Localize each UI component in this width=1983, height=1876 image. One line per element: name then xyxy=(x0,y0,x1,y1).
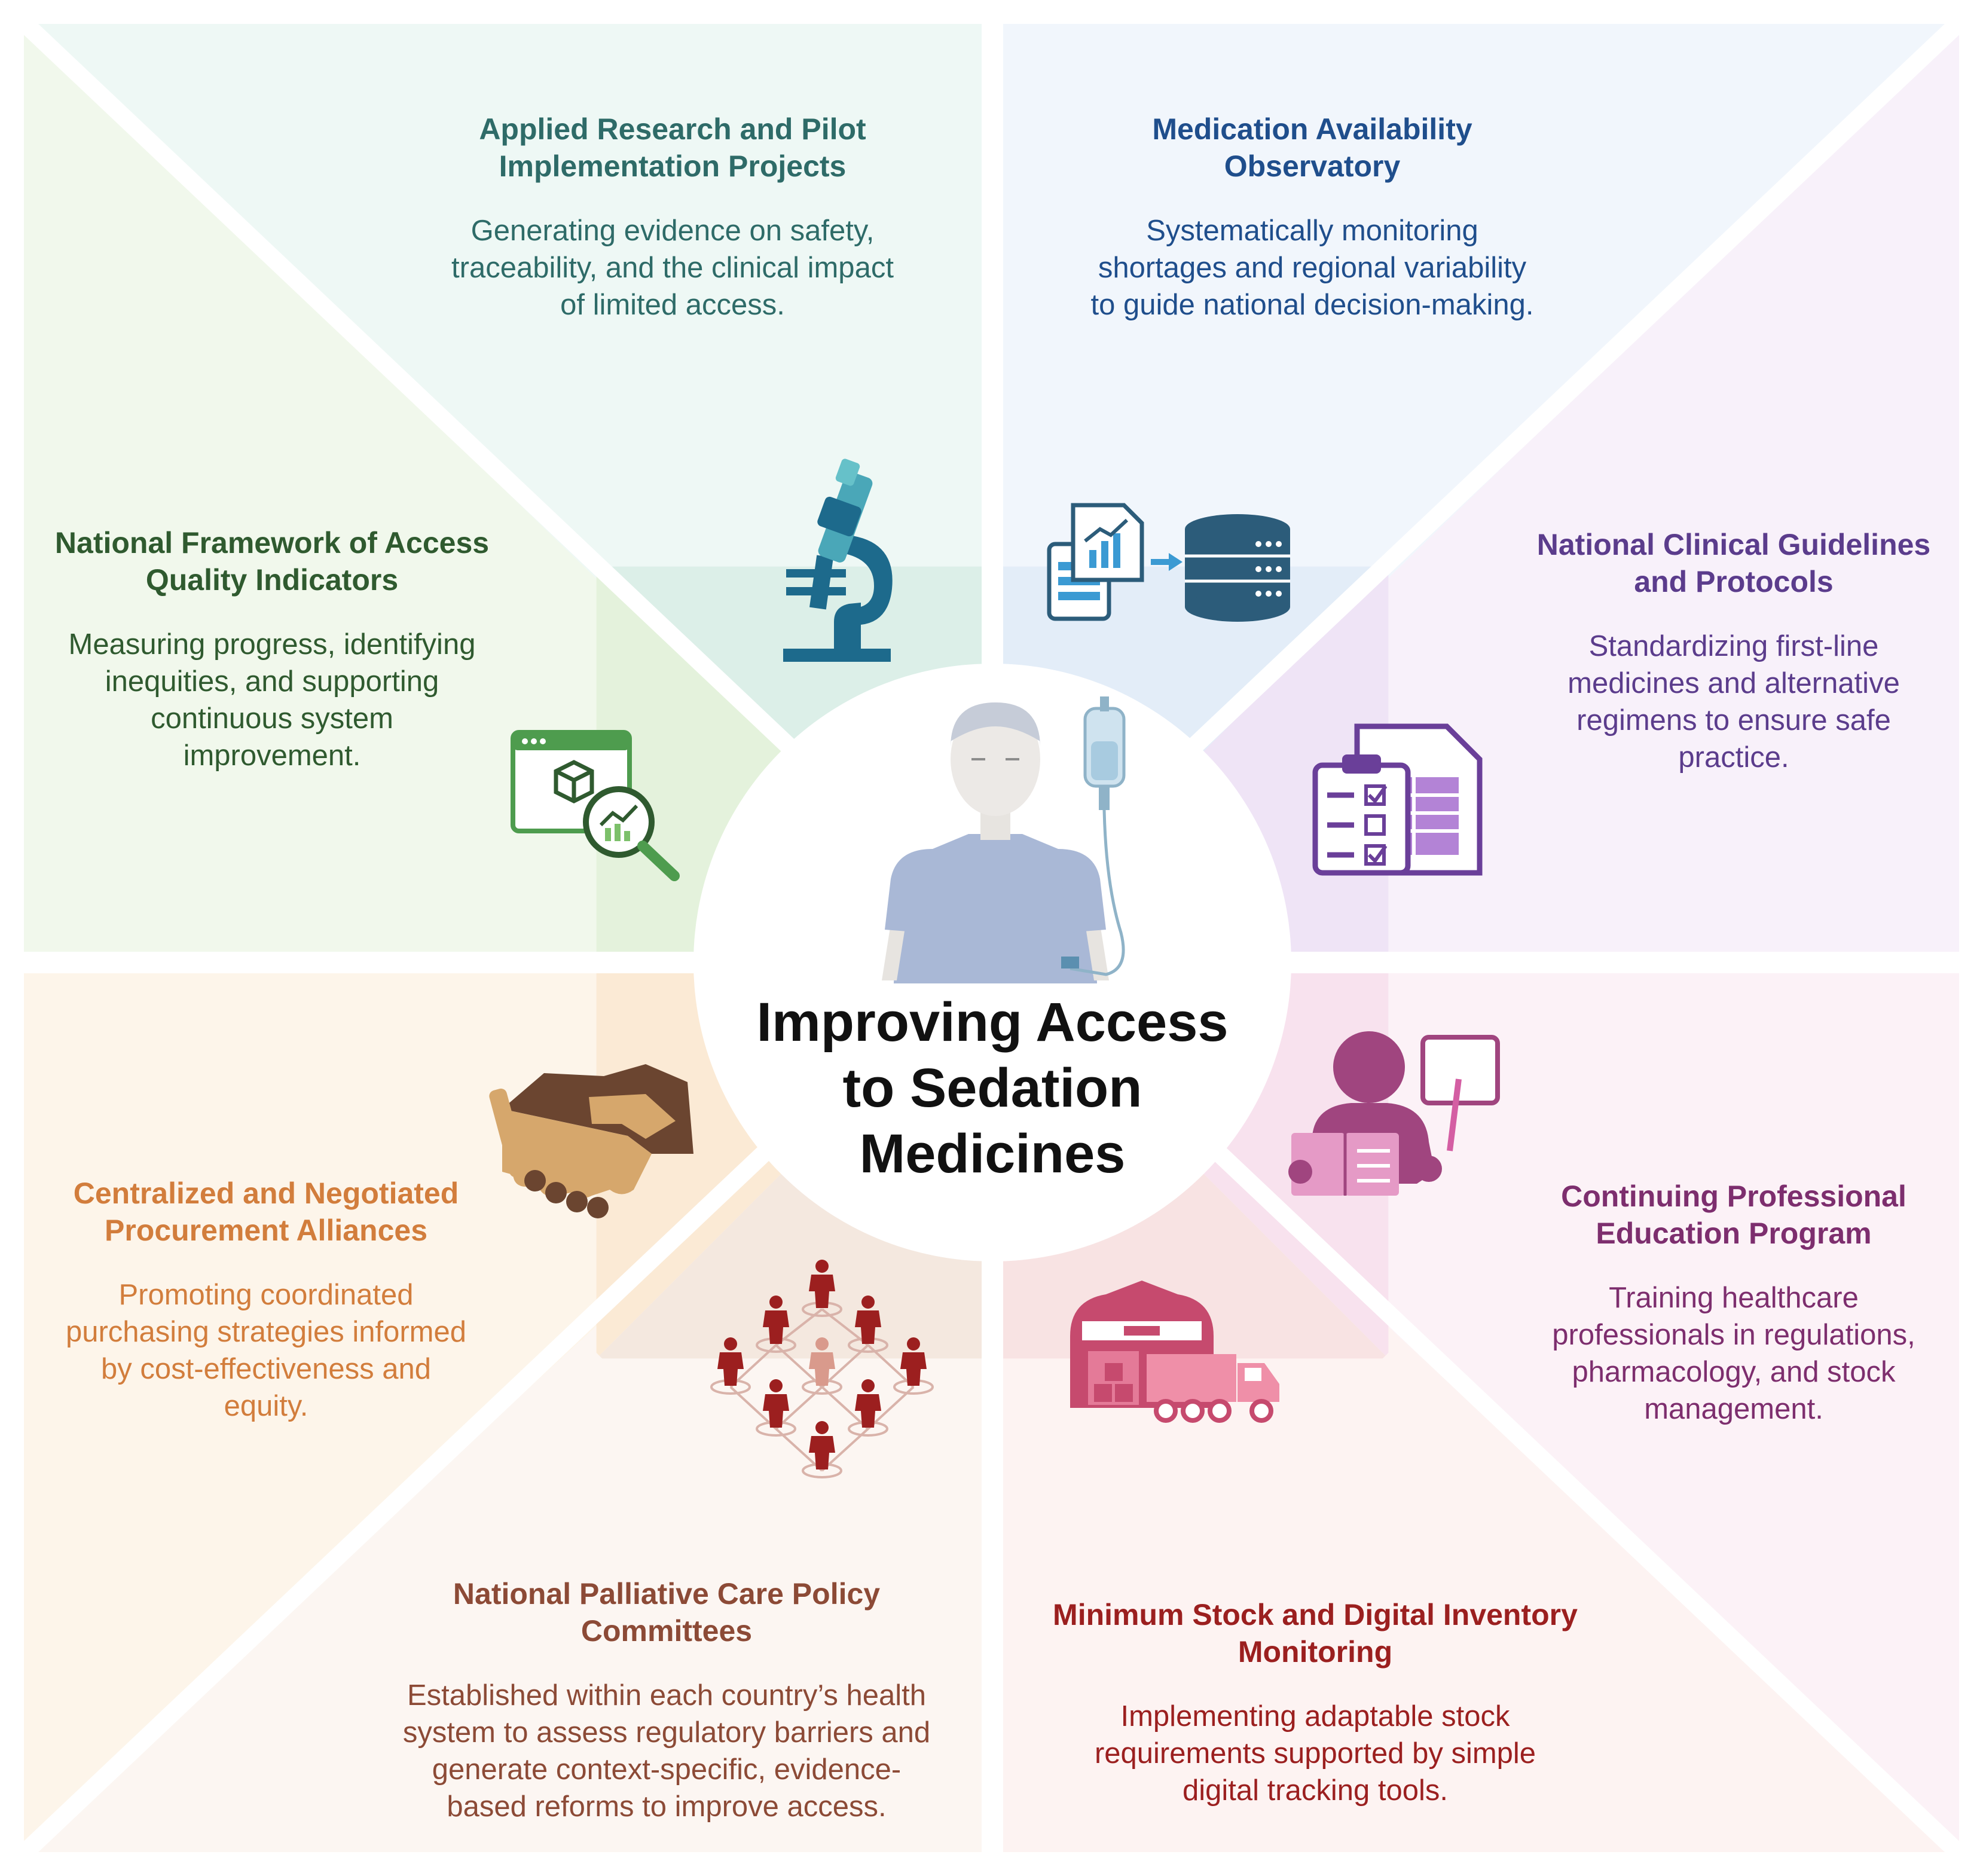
network-person-4 xyxy=(802,1337,842,1395)
warehouse-truck-icon xyxy=(1070,1281,1279,1423)
network-person-0 xyxy=(802,1260,842,1317)
segment-description: Generating evidence on safety,traceabili… xyxy=(451,215,894,321)
teacher-icon xyxy=(1288,1031,1500,1196)
people-network-icon xyxy=(710,1260,934,1478)
person-body xyxy=(855,1310,881,1344)
center-title: Improving Access to Sedation Medicines xyxy=(756,992,1229,1184)
network-person-5 xyxy=(893,1337,934,1395)
patient-iv-icon xyxy=(882,696,1126,983)
person-body xyxy=(809,1275,835,1308)
microscope-icon xyxy=(783,459,893,662)
person-body xyxy=(900,1352,927,1386)
person-body xyxy=(809,1436,835,1469)
person-body xyxy=(717,1352,744,1386)
network-person-1 xyxy=(756,1296,796,1353)
person-body xyxy=(855,1394,881,1428)
person-head xyxy=(815,1337,829,1351)
network-person-7 xyxy=(848,1379,888,1437)
analytics-magnifier-icon xyxy=(511,730,680,881)
person-head xyxy=(815,1260,829,1273)
network-person-2 xyxy=(848,1296,888,1353)
segment-description: Established within each country’s health… xyxy=(402,1679,931,1823)
network-person-8 xyxy=(802,1421,842,1478)
handshake-icon xyxy=(489,1064,693,1218)
person-head xyxy=(815,1421,829,1434)
person-head xyxy=(724,1337,737,1351)
person-body xyxy=(809,1352,835,1386)
person-head xyxy=(769,1379,783,1392)
network-person-3 xyxy=(710,1337,751,1395)
person-body xyxy=(763,1310,789,1344)
person-head xyxy=(769,1296,783,1309)
clipboard-checklist-icon xyxy=(1312,723,1483,876)
person-head xyxy=(861,1296,875,1309)
person-head xyxy=(861,1379,875,1392)
network-person-6 xyxy=(756,1379,796,1437)
data-transfer-icon xyxy=(1047,503,1290,622)
person-body xyxy=(763,1394,789,1428)
ring-sector-procurement xyxy=(596,963,992,1359)
person-head xyxy=(907,1337,920,1351)
